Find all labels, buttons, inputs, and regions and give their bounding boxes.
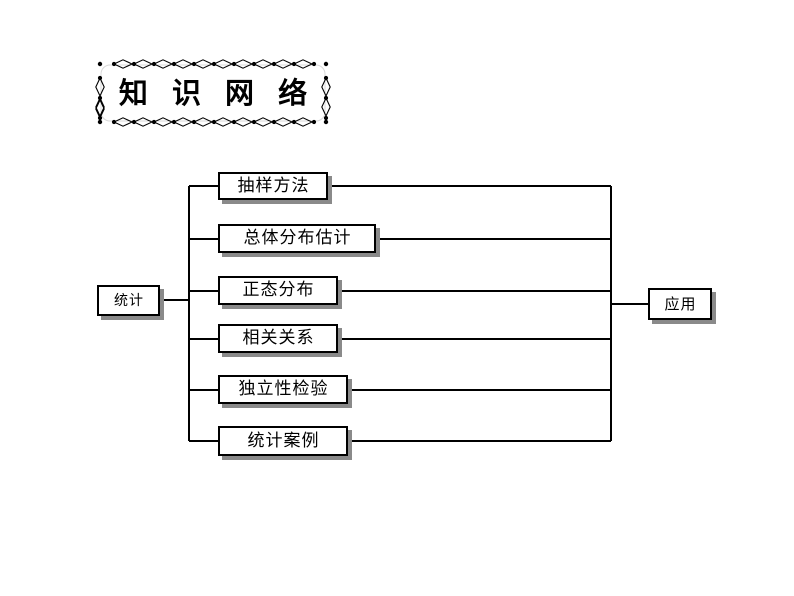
node-population-distribution-estimation[interactable]: 总体分布估计 bbox=[218, 224, 376, 253]
knowledge-network-title-banner: 知 识 网 络 bbox=[92, 56, 334, 130]
node-label: 正态分布 bbox=[242, 280, 315, 300]
decorative-chain-border-icon bbox=[95, 59, 331, 127]
node-statistics-root[interactable]: 统计 bbox=[97, 285, 160, 316]
node-label: 总体分布估计 bbox=[243, 228, 352, 248]
node-statistics-case-study[interactable]: 统计案例 bbox=[218, 426, 348, 456]
node-independence-test[interactable]: 独立性检验 bbox=[218, 375, 348, 404]
node-label: 独立性检验 bbox=[238, 379, 329, 399]
node-label: 应用 bbox=[664, 294, 697, 313]
node-label: 相关关系 bbox=[242, 328, 315, 348]
page-title: 知 识 网 络 bbox=[118, 75, 315, 110]
node-correlation-relationship[interactable]: 相关关系 bbox=[218, 324, 338, 353]
node-sampling-method[interactable]: 抽样方法 bbox=[218, 172, 328, 200]
node-label: 统计 bbox=[114, 292, 144, 309]
node-normal-distribution[interactable]: 正态分布 bbox=[218, 276, 338, 305]
node-label: 抽样方法 bbox=[237, 175, 310, 196]
node-label: 统计案例 bbox=[247, 430, 320, 451]
node-application[interactable]: 应用 bbox=[648, 288, 712, 320]
